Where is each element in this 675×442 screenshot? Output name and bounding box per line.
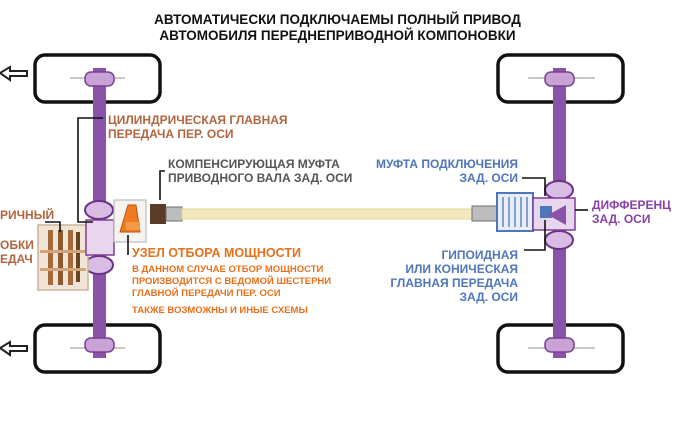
engagement-coupling-label-line-2: ЗАД. ОСИ bbox=[459, 171, 518, 186]
pto-note-line-2: ПРОИЗВОДИТСЯ С ВЕДОМОЙ ШЕСТЕРНИ bbox=[132, 275, 332, 287]
pto-note: В ДАННОМ СЛУЧАЕ ОТБОР МОЩНОСТИ ПРОИЗВОДИ… bbox=[132, 264, 331, 300]
compensating-coupling-label: КОМПЕНСИРУЮЩАЯ МУФТА ПРИВОДНОГО ВАЛА ЗАД… bbox=[168, 157, 352, 185]
pto-note-line-1: В ДАННОМ СЛУЧАЕ ОТБОР МОЩНОСТИ bbox=[132, 264, 324, 275]
engagement-coupling-label-line-1: МУФТА ПОДКЛЮЧЕНИЯ bbox=[375, 157, 518, 171]
propeller-shaft bbox=[181, 208, 473, 220]
compensating-coupling-label-line-1: КОМПЕНСИРУЮЩАЯ МУФТА bbox=[168, 157, 340, 171]
pto-note-line-3: ГЛАВНОЙ ПЕРЕДАЧИ ПЕР. ОСИ bbox=[132, 287, 281, 299]
gearbox-label-line-1: РИЧНЫЙ bbox=[0, 208, 55, 222]
leader-lines bbox=[45, 117, 588, 255]
direction-arrow-bottom bbox=[0, 340, 28, 357]
title-line-1: АВТОМАТИЧЕСКИ ПОДКЛЮЧАЕМЫ ПОЛНЫЙ ПРИВОД bbox=[154, 12, 521, 27]
hypoid-label-line-2: ИЛИ КОНИЧЕСКАЯ bbox=[405, 262, 518, 277]
rear-differential bbox=[532, 197, 576, 231]
hypoid-label-line-4: ЗАД. ОСИ bbox=[459, 290, 518, 305]
hypoid-label: ГИПОИДНАЯ ИЛИ КОНИЧЕСКАЯ ГЛАВНАЯ ПЕРЕДАЧ… bbox=[360, 248, 518, 305]
gearbox-label-line-3: ЕДАЧ bbox=[0, 252, 33, 266]
compensating-coupling-label-line-2: ПРИВОДНОГО ВАЛА ЗАД. ОСИ bbox=[168, 171, 353, 186]
pto-title: УЗЕЛ ОТБОРА МОЩНОСТИ bbox=[132, 246, 301, 260]
front-final-drive bbox=[85, 199, 147, 256]
front-axle bbox=[84, 68, 115, 358]
front-final-drive-label-line-1: ЦИЛИНДРИЧЕСКАЯ ГЛАВНАЯ bbox=[108, 113, 288, 127]
compensating-coupling bbox=[150, 204, 183, 224]
front-final-drive-label-line-2: ПЕРЕДАЧА ПЕР. ОСИ bbox=[108, 127, 234, 142]
rear-differential-label: ДИФФЕРЕНЦ ЗАД. ОСИ bbox=[592, 198, 671, 226]
rear-differential-label-line-1: ДИФФЕРЕНЦ bbox=[592, 198, 671, 212]
gearbox-label-line-2: ОБКИ bbox=[0, 238, 34, 252]
rear-coupling bbox=[471, 192, 534, 232]
hypoid-label-line-1: ГИПОИДНАЯ bbox=[441, 248, 518, 262]
page-title: АВТОМАТИЧЕСКИ ПОДКЛЮЧАЕМЫ ПОЛНЫЙ ПРИВОД … bbox=[0, 12, 675, 44]
engagement-coupling-label: МУФТА ПОДКЛЮЧЕНИЯ ЗАД. ОСИ bbox=[360, 157, 518, 185]
direction-arrow-top bbox=[0, 65, 28, 82]
gearbox bbox=[37, 224, 89, 291]
front-final-drive-label: ЦИЛИНДРИЧЕСКАЯ ГЛАВНАЯ ПЕРЕДАЧА ПЕР. ОСИ bbox=[108, 113, 288, 141]
rear-differential-label-line-2: ЗАД. ОСИ bbox=[592, 212, 651, 227]
pto-other: ТАКЖЕ ВОЗМОЖНЫ И ИНЫЕ СХЕМЫ bbox=[132, 305, 308, 316]
hypoid-label-line-3: ГЛАВНАЯ ПЕРЕДАЧА bbox=[390, 276, 518, 291]
title-line-2: АВТОМОБИЛЯ ПЕРЕДНЕПРИВОДНОЙ КОМПОНОВКИ bbox=[159, 27, 516, 43]
